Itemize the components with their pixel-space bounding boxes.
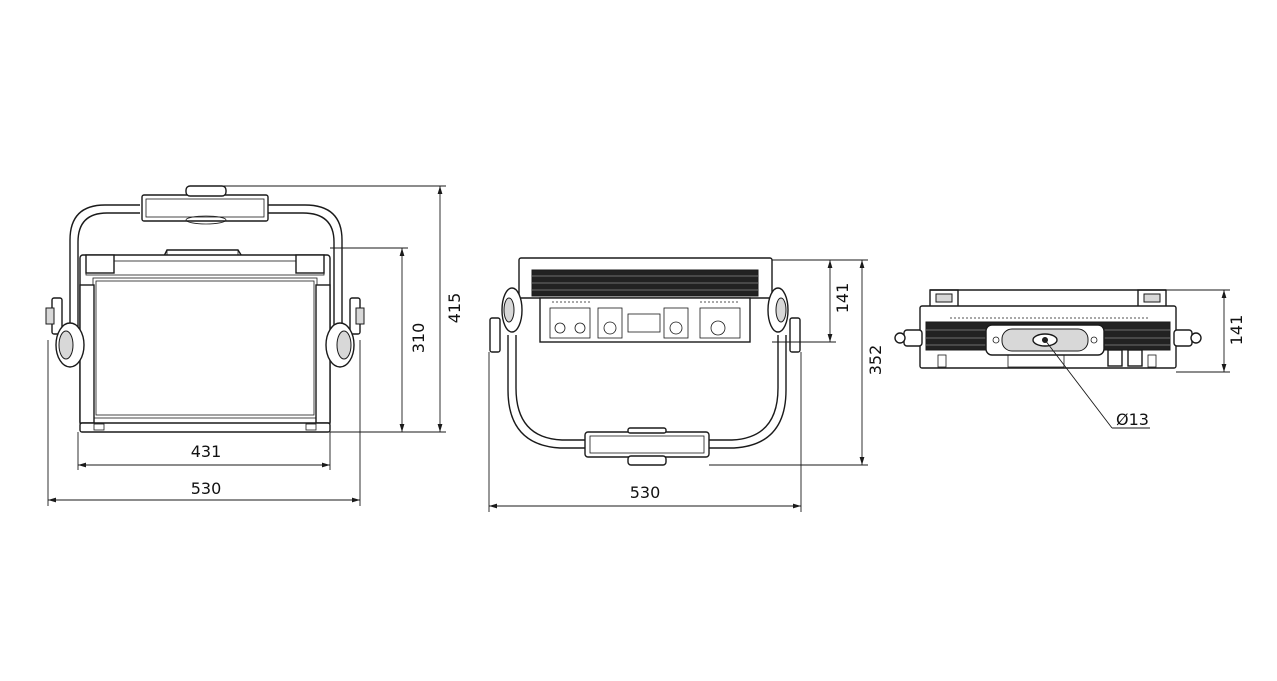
hole-leader <box>1044 339 1113 429</box>
dim-label-530-front: 530 <box>191 479 222 498</box>
top-view <box>894 289 1202 369</box>
dim-label-530-side: 530 <box>630 483 661 502</box>
dim-label-310: 310 <box>409 323 428 354</box>
dim-label-141-side: 141 <box>833 283 852 314</box>
dim-label-431: 431 <box>191 442 222 461</box>
dim-label-415: 415 <box>445 293 464 324</box>
front-dimensions: 431 530 310 415 <box>47 185 464 506</box>
side-yoke <box>507 335 787 449</box>
dim-label-hole: Ø13 <box>1116 410 1149 429</box>
top-dimensions: 141 Ø13 <box>1044 289 1246 429</box>
side-view <box>489 257 801 466</box>
side-dimensions: 141 352 530 <box>488 259 885 512</box>
side-rear-panel <box>539 297 751 343</box>
dim-label-352: 352 <box>866 345 885 376</box>
front-view <box>45 185 365 433</box>
dim-label-141-top: 141 <box>1227 315 1246 346</box>
front-housing <box>79 254 331 426</box>
front-yoke <box>69 204 343 340</box>
